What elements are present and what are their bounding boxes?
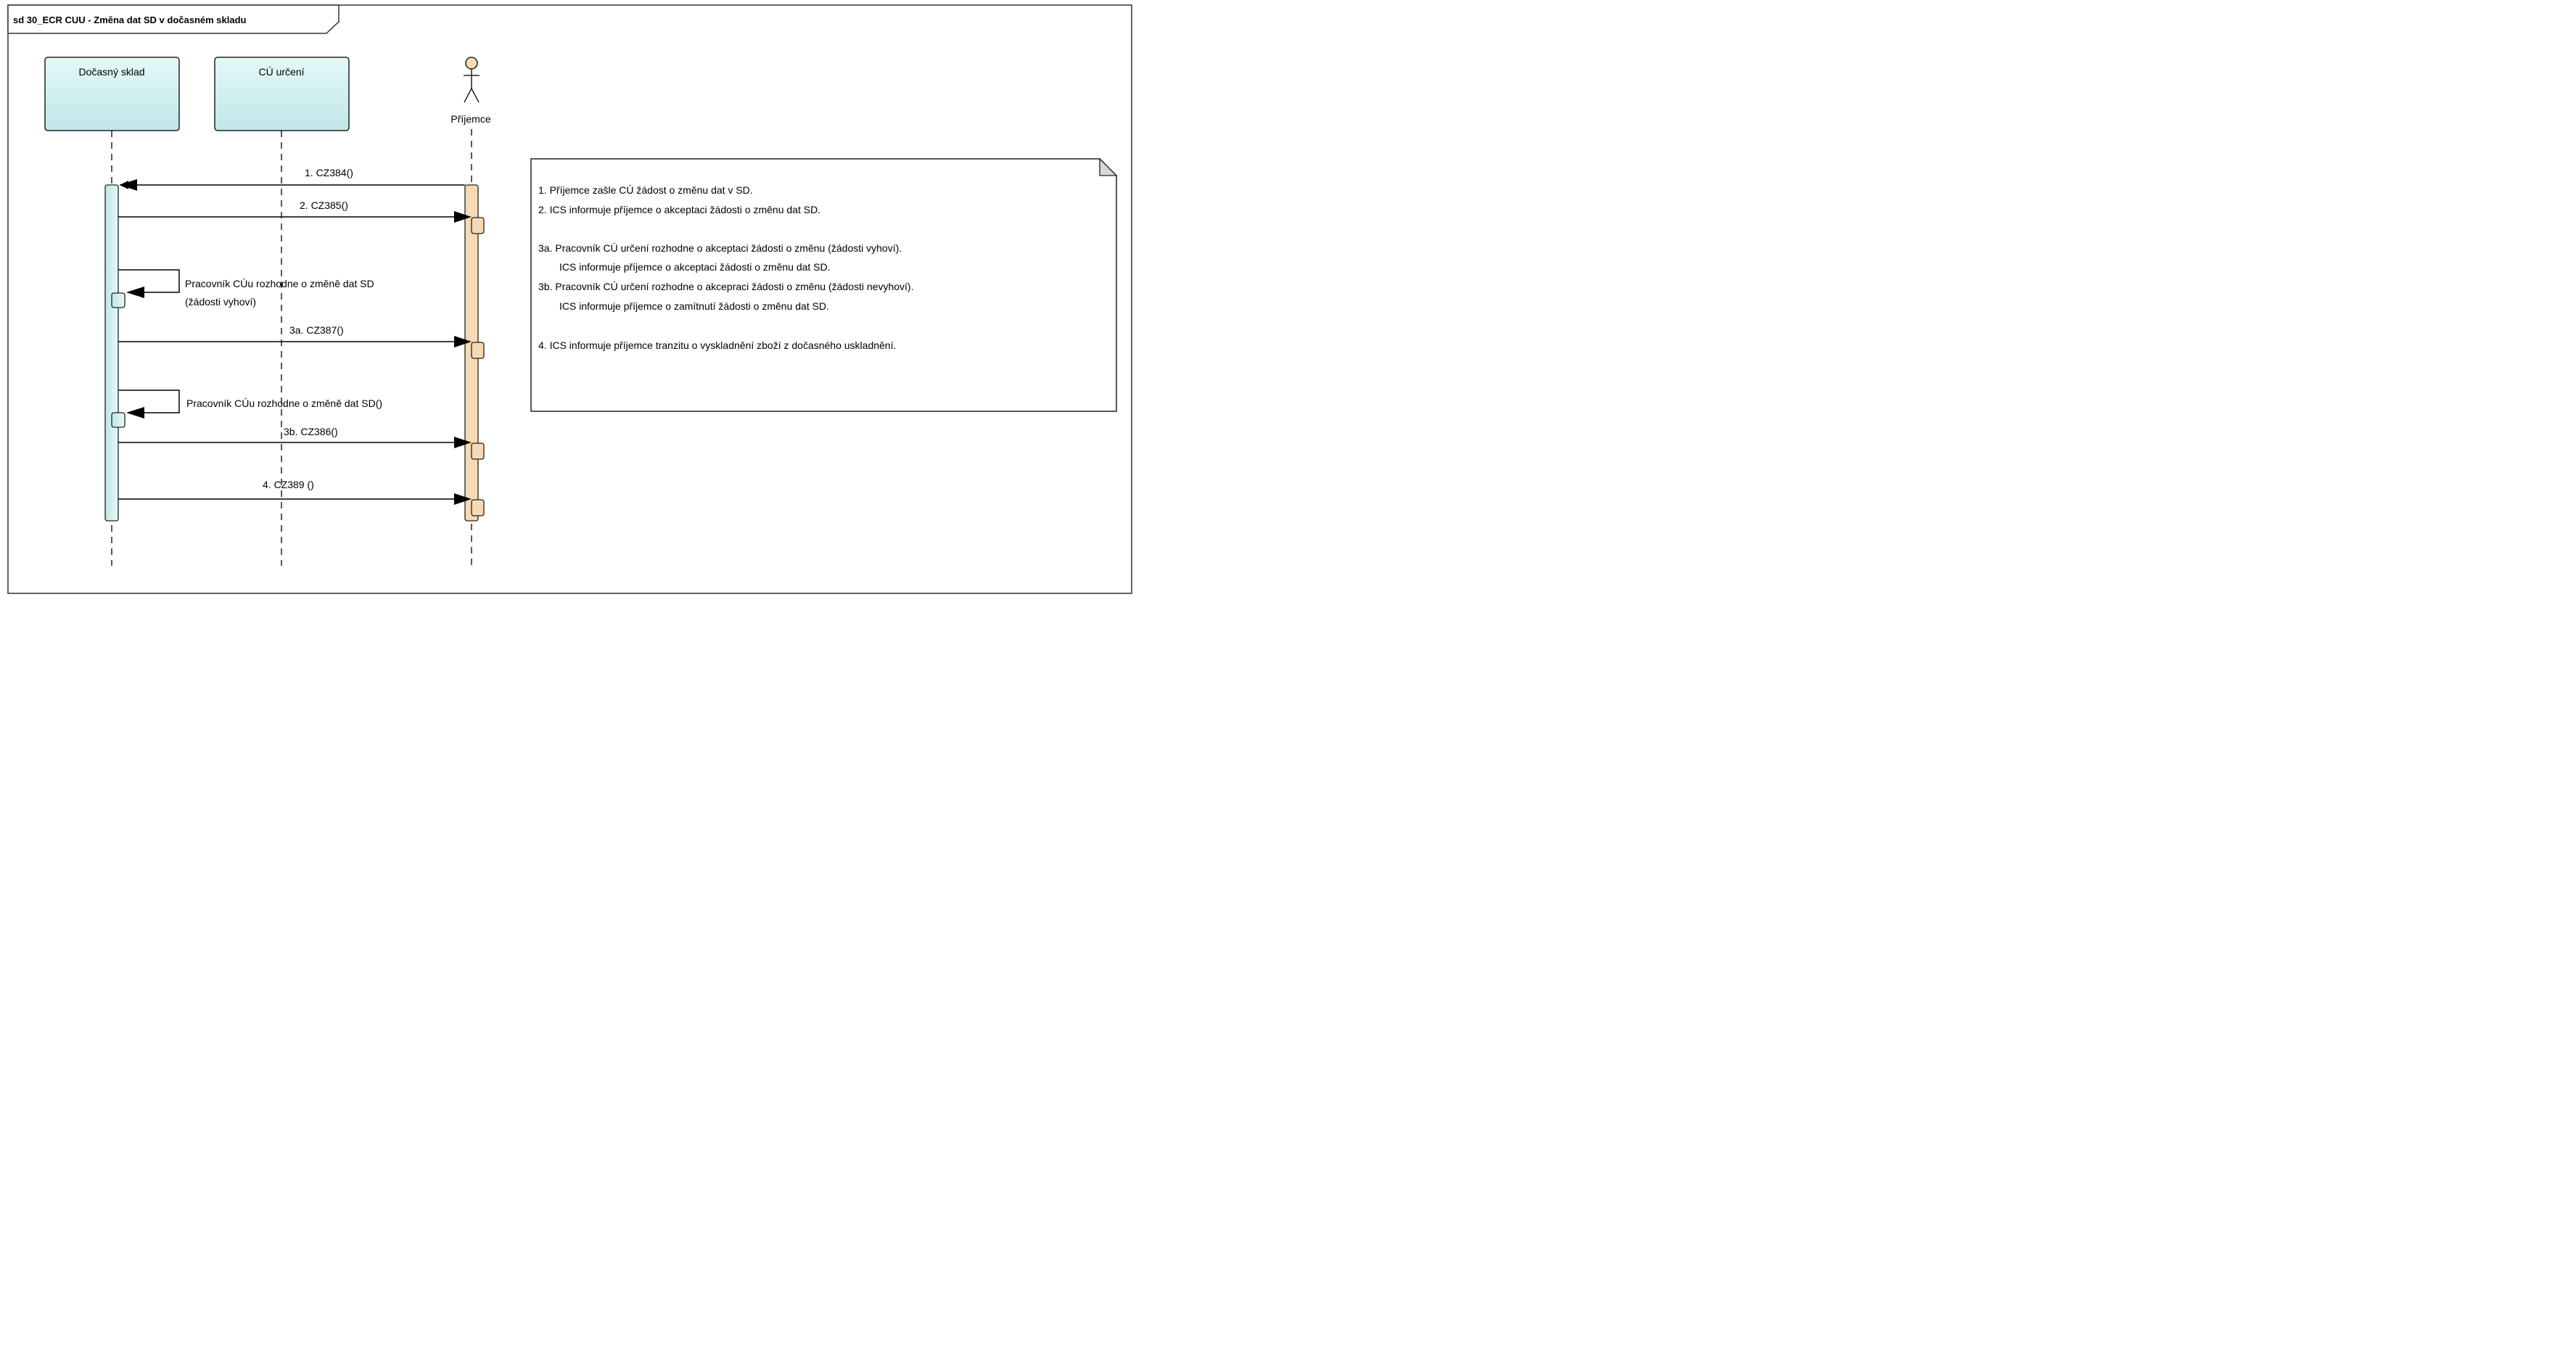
note-line: 4. ICS informuje příjemce tranzitu o vys… (538, 339, 896, 351)
note-line: ICS informuje příjemce o akceptaci žádos… (559, 261, 831, 273)
message-3b[interactable]: 3b. CZ386() (118, 426, 472, 448)
message-label: 2. CZ385() (300, 199, 348, 211)
message-3a[interactable]: 3a. CZ387() (118, 324, 472, 347)
message-label: 3b. CZ386() (284, 426, 338, 437)
note-folded-corner (1099, 157, 1118, 176)
nested-activation (471, 217, 485, 234)
sequence-frame: sd 30_ECR CUU - Změna dat SD v dočasném … (7, 4, 1132, 594)
actor-icon[interactable] (464, 57, 480, 103)
message-4[interactable]: 4. CZ389 () (118, 479, 472, 505)
nested-activation (111, 412, 125, 428)
self-message-2[interactable]: Pracovník CÚu rozhodne o změně dat SD() (118, 390, 382, 419)
nested-activation (471, 442, 485, 460)
lifeline-label-cu-urceni: CÚ určení (258, 66, 304, 78)
activation-bar-docasny-sklad (104, 184, 119, 522)
note-box[interactable] (530, 158, 1117, 412)
note-line: ICS informuje příjemce o zamítnutí žádos… (559, 300, 829, 312)
message-label: (žádosti vyhoví) (185, 296, 256, 308)
diagram-svg: sd 30_ECR CUU - Změna dat SD v dočasném … (7, 4, 1132, 594)
nested-activation (111, 292, 125, 308)
message-label: Pracovník CÚu rozhodne o změně dat SD() (186, 397, 382, 409)
message-label: 4. CZ389 () (263, 479, 314, 490)
actor-label-prijemce: Příjemce (450, 113, 490, 125)
message-label: 3a. CZ387() (289, 324, 344, 336)
message-2[interactable]: 2. CZ385() (118, 199, 472, 223)
note-line: 1. Příjemce zašle CÚ žádost o změnu dat … (538, 184, 753, 196)
note[interactable]: 1. Příjemce zašle CÚ žádost o změnu dat … (530, 157, 1118, 412)
message-1[interactable]: 1. CZ384() (120, 167, 465, 191)
sequence-diagram-canvas: sd 30_ECR CUU - Změna dat SD v dočasném … (0, 0, 1137, 595)
frame-border (7, 4, 1132, 594)
note-line: 3b. Pracovník CÚ určení rozhodne o akcep… (538, 281, 913, 292)
message-label: Pracovník CÚu rozhodne o změně dat SD (185, 278, 374, 289)
message-label: 1. CZ384() (305, 167, 353, 178)
frame-title: sd 30_ECR CUU - Změna dat SD v dočasném … (13, 15, 247, 25)
self-message-1[interactable]: Pracovník CÚu rozhodne o změně dat SD (ž… (118, 269, 374, 308)
lifeline-label-docasny-sklad: Dočasný sklad (78, 66, 144, 78)
lifeline-cu-urceni[interactable]: CÚ určení (214, 57, 350, 566)
nested-activation (471, 499, 485, 516)
note-line: 3a. Pracovník CÚ určení rozhodne o akcep… (538, 242, 902, 254)
nested-activation (471, 342, 485, 359)
frame-title-tab (7, 4, 340, 34)
note-line: 2. ICS informuje příjemce o akceptaci žá… (538, 204, 820, 215)
